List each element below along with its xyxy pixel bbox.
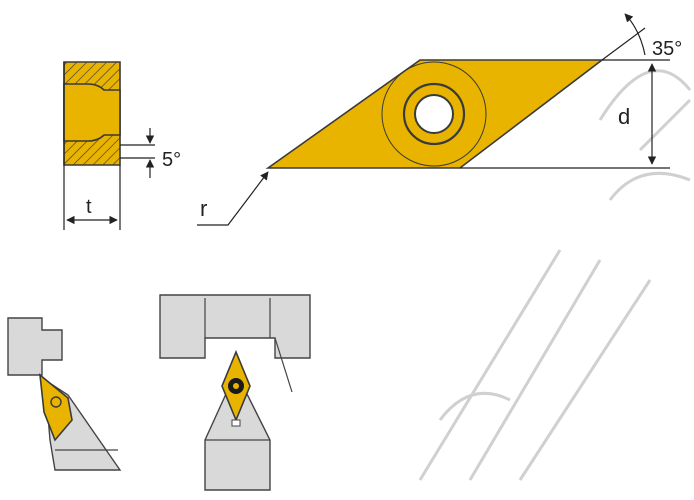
label-5deg: 5° xyxy=(162,149,181,171)
insert-center-clamp xyxy=(231,419,241,427)
insert-center-screw-core xyxy=(233,383,239,389)
holder-center xyxy=(204,370,271,491)
insert-side-bore xyxy=(63,83,121,142)
insert-left-hole xyxy=(50,396,62,408)
insert-bore-hole xyxy=(414,94,454,134)
chip-line xyxy=(274,337,293,393)
dim-35deg-arc xyxy=(624,13,646,56)
label-35deg: 35° xyxy=(652,38,682,60)
dim-r-leader xyxy=(197,171,269,226)
label-d: d xyxy=(618,104,630,129)
application-sketch-left xyxy=(7,317,122,471)
dim-35deg-extension xyxy=(601,27,646,61)
insert-side-section: t 5° xyxy=(63,61,181,230)
label-r: r xyxy=(200,196,207,221)
application-sketch-center xyxy=(159,294,311,491)
insert-relief-circle xyxy=(381,61,487,167)
insert-top-view: d 35° r xyxy=(197,13,682,226)
workpiece-center xyxy=(159,294,311,359)
label-t: t xyxy=(86,196,92,218)
workpiece-left xyxy=(7,317,63,376)
